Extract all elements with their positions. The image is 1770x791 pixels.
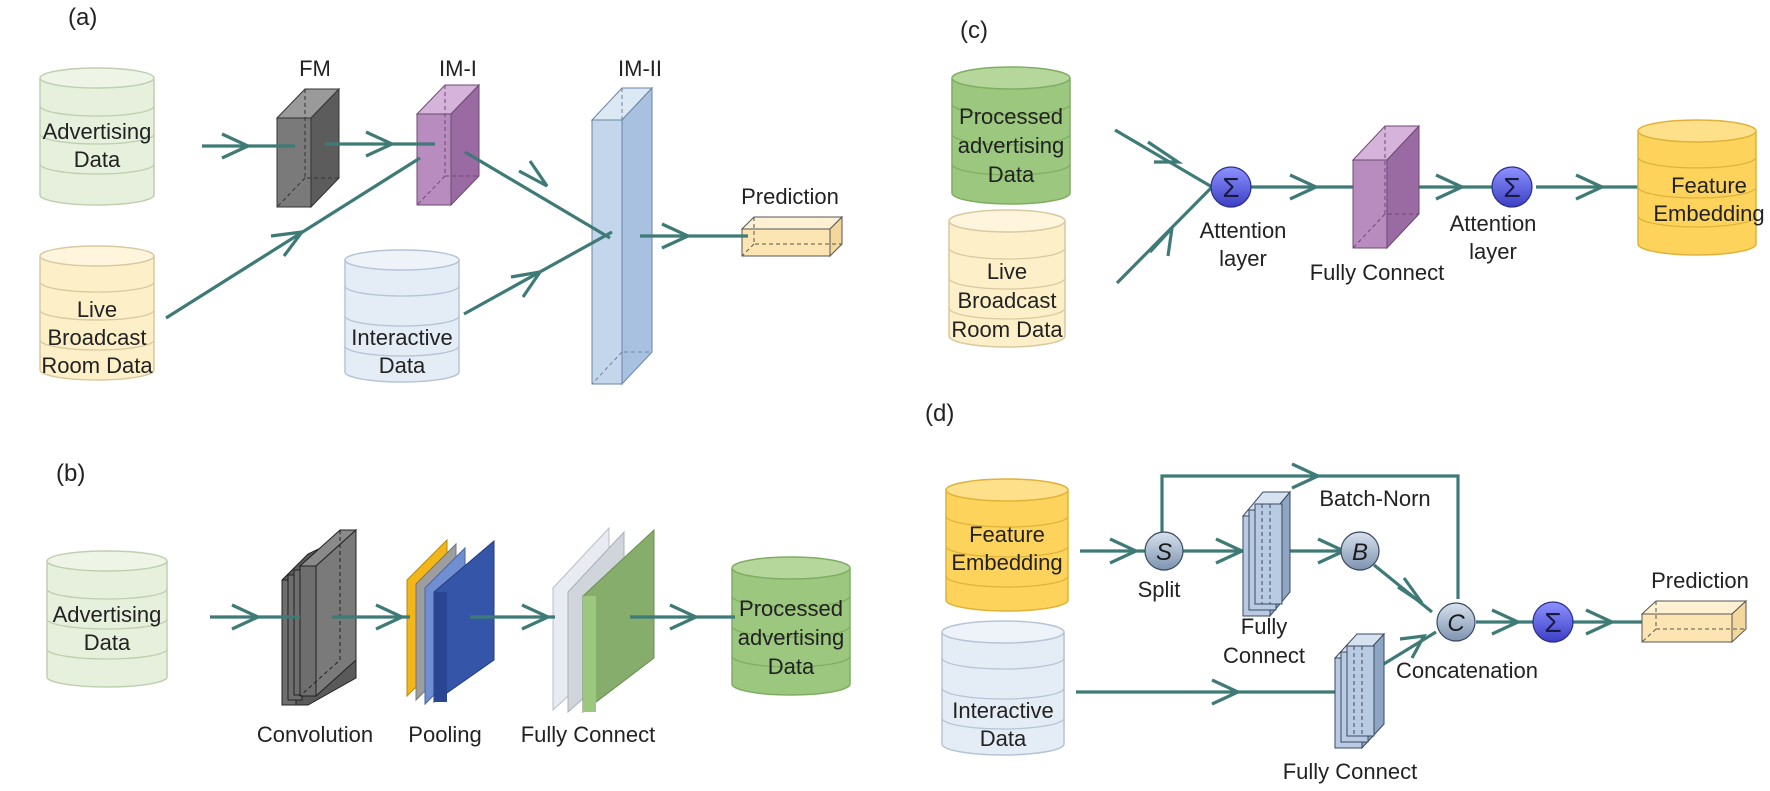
live-broadcast-label-1: Live [77,297,117,322]
im2-label: IM-II [618,56,662,81]
split-node: S [1144,531,1184,571]
advertising-data-b-label-1: Advertising [53,602,162,627]
panel-a-label: (a) [68,4,97,31]
panel-b-label: (b) [56,460,85,487]
processed-c-label-1: Processed [959,104,1063,129]
panel-c-arrows [1114,128,1646,285]
fully-connect-label-c: Fully Connect [1310,260,1445,285]
batch-norm-symbol: B [1352,539,1368,566]
fully-connect-d-top-label-2: Connect [1223,643,1305,668]
panel-a: (a) Advertising Data Live Broadcast Room… [39,4,844,386]
interactive-data-label-2: Data [379,353,426,378]
interactive-data-label-1: Interactive [351,325,453,350]
attention-node-1: Σ [1210,166,1252,208]
split-label: Split [1138,577,1181,602]
pooling-label: Pooling [408,722,481,747]
prediction-block-d [1640,599,1748,644]
live-c-label-1: Live [987,259,1027,284]
panel-c-label: (c) [960,17,988,44]
panel-b: (b) Advertising Data Convolution Po [46,460,851,747]
feature-d-label-2: Embedding [951,550,1062,575]
fully-connect-d-bottom-label: Fully Connect [1283,759,1418,784]
fully-connect-label-b: Fully Connect [521,722,656,747]
feature-d-label-1: Feature [969,522,1045,547]
attention-2-label-1: Attention [1450,211,1537,236]
live-broadcast-db: Live Broadcast Room Data [39,245,155,381]
feature-embedding-db-c: Feature Embedding [1637,119,1765,256]
prediction-block-a [740,215,844,258]
panel-c: (c) Processed advertising Data Live Broa… [948,17,1765,348]
panel-d: (d) Feature Embedding Interactive Data [925,400,1749,784]
processed-advertising-db-c: Processed advertising Data [951,66,1071,205]
live-broadcast-db-c: Live Broadcast Room Data [948,209,1066,348]
interactive-d-label-2: Data [980,726,1027,751]
fm-label: FM [299,56,331,81]
prediction-label-d: Prediction [1651,568,1749,593]
pooling-block [406,538,495,706]
split-symbol: S [1156,539,1172,566]
feature-c-label-1: Feature [1671,173,1747,198]
processed-b-label-3: Data [768,654,815,679]
sum-node-d: Σ [1532,601,1574,643]
advertising-data-db-b: Advertising Data [46,550,168,688]
processed-c-label-2: advertising [958,133,1064,158]
attention-1-label-2: layer [1219,246,1267,271]
concatenation-symbol: C [1447,610,1465,637]
advertising-data-b-label-2: Data [84,630,131,655]
attention-2-label-2: layer [1469,239,1517,264]
concatenation-node: C [1436,602,1476,642]
feature-c-label-2: Embedding [1653,201,1764,226]
panel-a-arrows [165,130,748,320]
fully-connect-block-d-bottom [1333,632,1386,750]
processed-c-label-3: Data [988,162,1035,187]
convolution-label: Convolution [257,722,373,747]
sum-icon: Σ [1544,607,1561,638]
fully-connect-block-c [1351,124,1421,250]
panel-d-label: (d) [925,400,954,427]
processed-advertising-db-b: Processed advertising Data [731,556,851,696]
sum-icon: Σ [1503,172,1520,203]
panel-b-arrows [210,603,735,631]
live-c-label-3: Room Data [951,317,1063,342]
live-c-label-2: Broadcast [957,288,1056,313]
live-broadcast-label-2: Broadcast [47,325,146,350]
live-broadcast-label-3: Room Data [41,353,153,378]
fully-connect-block-d-top [1241,490,1292,618]
batch-norm-node: B [1340,531,1380,571]
advertising-data-label-2: Data [74,147,121,172]
interactive-d-label-1: Interactive [952,698,1054,723]
interactive-data-db: Interactive Data [344,249,460,383]
im1-label: IM-I [439,56,477,81]
fully-connect-d-top-label-1: Fully [1241,614,1287,639]
concatenation-label: Concatenation [1396,658,1538,683]
processed-b-label-1: Processed [739,596,843,621]
fm-block [275,87,341,209]
sum-icon: Σ [1222,172,1239,203]
prediction-label-a: Prediction [741,184,839,209]
feature-embedding-db-d: Feature Embedding [945,478,1069,612]
convolution-block [281,528,358,706]
attention-1-label-1: Attention [1200,218,1287,243]
interactive-data-db-d: Interactive Data [941,620,1065,756]
advertising-data-db: Advertising Data [39,67,155,206]
advertising-data-label-1: Advertising [43,119,152,144]
batch-norm-label: Batch-Norn [1319,486,1430,511]
processed-b-label-2: advertising [738,625,844,650]
im2-block [590,86,654,386]
attention-node-2: Σ [1491,166,1533,208]
fully-connect-block-b [552,526,655,714]
